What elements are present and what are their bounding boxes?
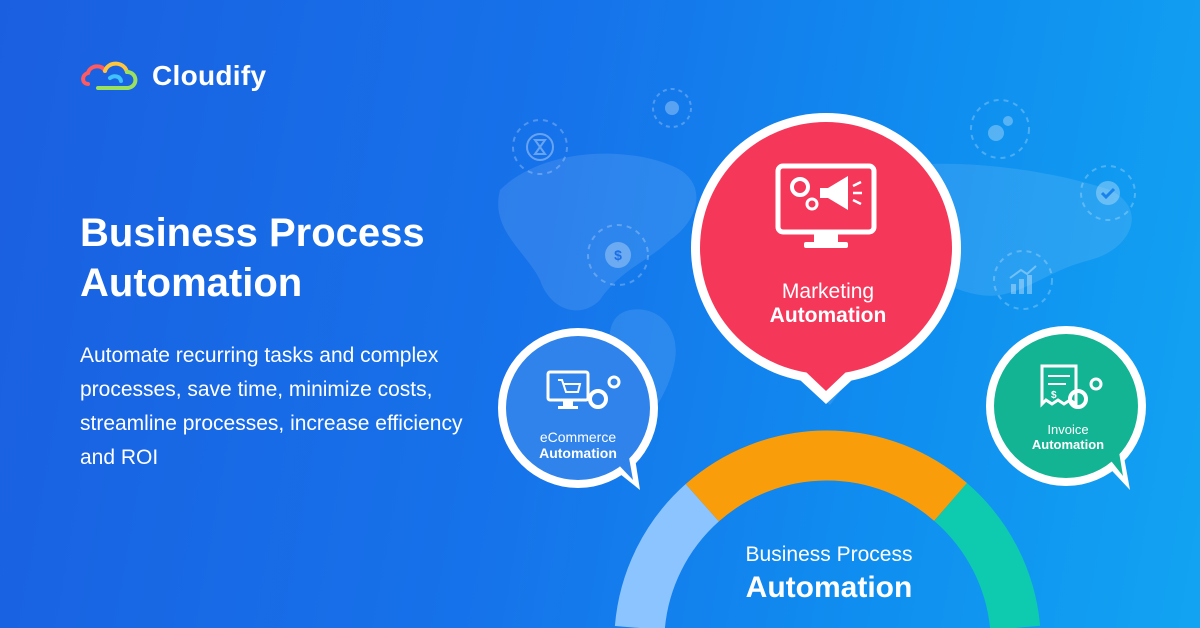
receipt-gears-icon: $ [1040,364,1103,409]
monitor-megaphone-icon [775,163,877,248]
ecommerce-label-line2: Automation [539,445,617,461]
cloud-logo-icon [81,61,138,90]
marketing-label-line2: Automation [769,304,887,327]
invoice-label: Invoice Automation [1010,422,1126,452]
invoice-label-line1: Invoice [1047,422,1089,437]
hub-label-line1: Business Process [745,543,913,566]
hourglass-icon [512,119,568,175]
svg-text:$: $ [614,247,622,263]
svg-text:$: $ [1051,390,1057,401]
ecommerce-label-line1: eCommerce [539,429,617,445]
gears-icon [970,99,1030,159]
arc-segment-left [614,484,720,628]
hub-label: Business Process Automation [700,543,958,605]
invoice-label-line2: Automation [1031,437,1105,452]
hub-arc [614,430,1041,628]
marketing-label: Marketing Automation [728,280,928,328]
ecommerce-label: eCommerce Automation [512,429,644,461]
dollar-icon: $ [587,224,649,286]
invoice-node[interactable]: $ [986,326,1146,490]
marketing-node[interactable] [691,113,961,404]
cart-monitor-icon [546,370,621,409]
arc-segment-top [685,430,968,522]
brand-logo[interactable]: Cloudify [80,58,266,94]
brand-name: Cloudify [152,60,267,91]
marketing-label-line1: Marketing [781,280,875,303]
gear-icon [652,88,692,128]
growth-chart-icon [993,250,1053,310]
checkmark-icon [1080,165,1136,221]
arc-segment-right [933,483,1041,628]
ecommerce-node[interactable] [498,328,658,490]
page-title: Business Process Automation [80,211,425,305]
hub-label-line2: Automation [745,571,913,604]
page-description: Automate recurring tasks and complex pro… [80,344,463,469]
